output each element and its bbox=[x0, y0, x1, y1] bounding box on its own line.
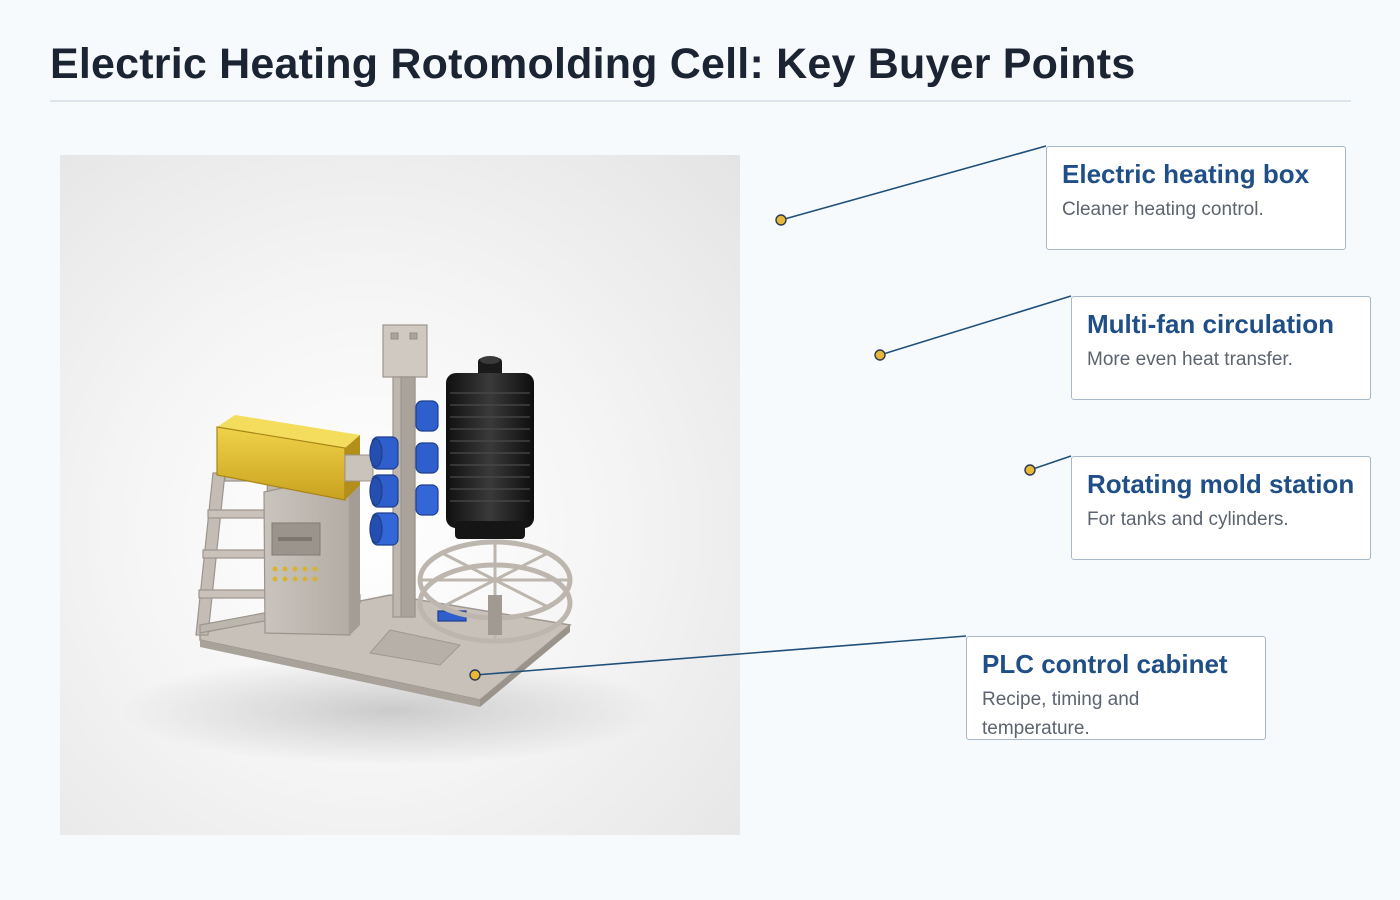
callout-description: Recipe, timing and temperature. bbox=[982, 689, 1140, 739]
marker-rotating bbox=[1024, 464, 1036, 476]
electric-heating-box bbox=[216, 415, 374, 501]
floor-shadow bbox=[120, 655, 660, 765]
callout-plc-control-cabinet: PLC control cabinet Recipe, timing and t… bbox=[966, 636, 1266, 740]
callout-title: PLC control cabinet bbox=[982, 649, 1228, 679]
rotomolding-machine-illustration bbox=[120, 324, 660, 765]
marker-heating bbox=[775, 214, 787, 226]
marker-fans bbox=[874, 349, 886, 361]
ring-shaft bbox=[488, 595, 502, 635]
callout-rotating-mold-station: Rotating mold station For tanks and cyli… bbox=[1071, 456, 1371, 560]
fan-column bbox=[382, 324, 428, 618]
product-image bbox=[60, 155, 740, 835]
leader-line-rotating bbox=[1029, 455, 1072, 471]
black-mold bbox=[446, 356, 534, 539]
callout-description: More even heat transfer. bbox=[1087, 349, 1293, 370]
plc-cabinet bbox=[263, 476, 360, 636]
callout-multi-fan-circulation: Multi-fan circulation More even heat tra… bbox=[1071, 296, 1371, 400]
callout-description: For tanks and cylinders. bbox=[1087, 509, 1289, 530]
title-divider bbox=[50, 100, 1351, 102]
leader-line-fans bbox=[879, 295, 1072, 356]
circulation-fans bbox=[369, 400, 467, 622]
callout-title: Electric heating box bbox=[1062, 159, 1310, 189]
callout-description: Cleaner heating control. bbox=[1062, 199, 1264, 220]
callout-electric-heating-box: Electric heating box Cleaner heating con… bbox=[1046, 146, 1346, 250]
callout-title: Rotating mold station bbox=[1087, 469, 1355, 499]
callout-title: Multi-fan circulation bbox=[1087, 309, 1334, 339]
leader-line-heating bbox=[780, 145, 1047, 221]
page-title: Electric Heating Rotomolding Cell: Key B… bbox=[50, 40, 1136, 88]
rotating-mold-ring bbox=[417, 539, 573, 644]
